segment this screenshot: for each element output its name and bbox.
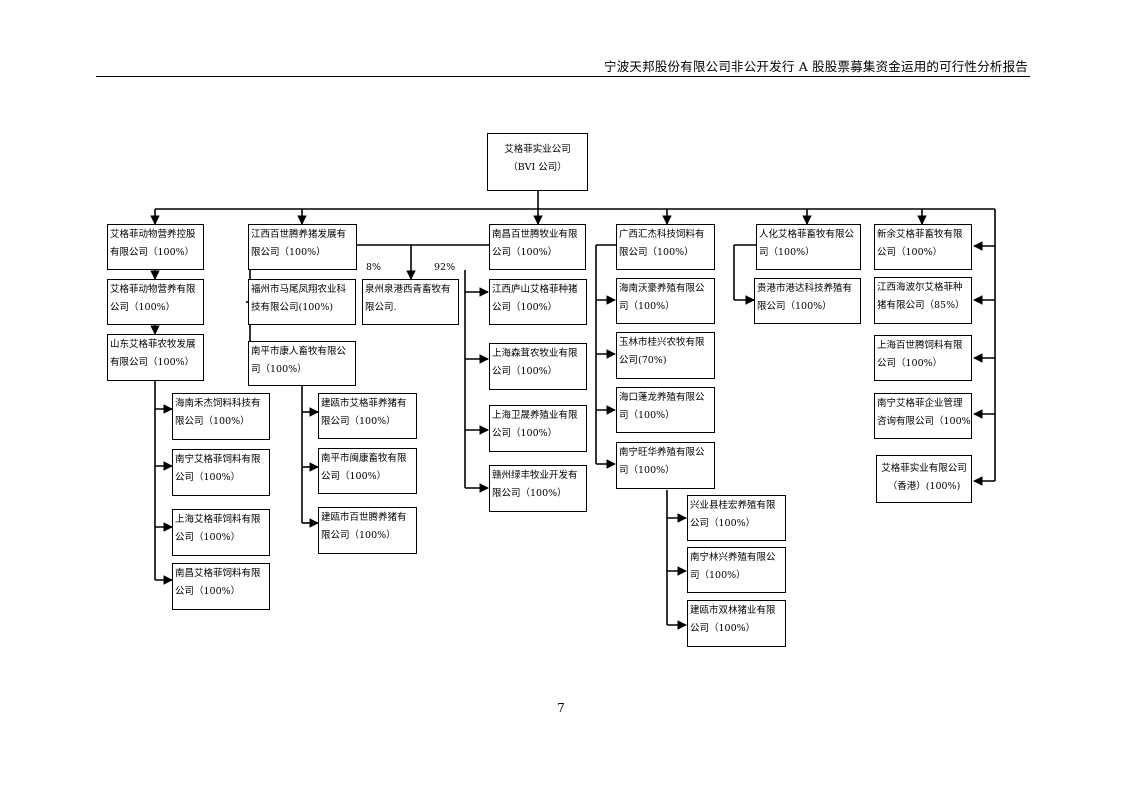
page-header: 宁波天邦股份有限公司非公开发行 A 股股票募集资金运用的可行性分析报告 <box>96 56 1030 77</box>
org-box-nanning-wanghua: 南宁旺华养殖有限公 司（100%） <box>616 442 715 489</box>
org-box-shanghai-weisheng: 上海卫晟养殖业有限 公司（100%） <box>489 405 587 452</box>
org-box-quanzhou-quangang: 泉州泉港西青畜牧有 限公司. <box>362 279 459 325</box>
org-box-jiangxi-bst-pig: 江西百世腾养猪发展有 限公司（100%） <box>248 224 357 270</box>
org-box-shanghai-bst-feed: 上海百世腾饲料有限 公司（100%） <box>874 335 972 381</box>
org-box-fuzhou-mawei: 福州市马尾凤翔农业科 技有限公司(100%) <box>248 279 356 325</box>
org-box-haikou-penglong: 海口蓬龙养殖有限公 司（100%） <box>616 387 715 433</box>
org-box-shandong-agf: 山东艾格菲农牧发展 有限公司（100%） <box>107 334 204 381</box>
org-box-agf-hk: 艾格菲实业有限公司 （香港）(100%) <box>876 455 972 503</box>
report-title: 宁波天邦股份有限公司非公开发行 A 股股票募集资金运用的可行性分析报告 <box>604 59 1028 74</box>
org-box-ganzhou-lvfeng: 赣州绿丰牧业开发有 限公司（100%） <box>489 465 587 512</box>
org-box-jianou-bst-pig: 建瓯市百世腾养猪有 限公司（100%） <box>318 507 417 554</box>
ownership-8pct: 8% <box>366 262 382 273</box>
org-box-nanchang-agf-feed: 南昌艾格菲饲料有限 公司（100%） <box>172 563 270 610</box>
org-box-nanchang-bst-livestock: 南昌百世腾牧业有限 公司（100%） <box>489 224 586 270</box>
org-box-xinyu-agf: 新余艾格菲畜牧有限 公司（100%） <box>874 224 972 270</box>
org-box-jianou-agf-pig: 建瓯市艾格菲养猪有 限公司（100%） <box>318 393 417 439</box>
org-box-nanping-kangren: 南平市康人畜牧有限公 司（100%） <box>248 341 356 386</box>
org-box-nanping-minkang: 南平市闽康畜牧有限 公司（100%） <box>318 448 417 494</box>
org-box-agf-animal-holding: 艾格菲动物营养控股 有限公司（100%） <box>107 224 204 270</box>
page-number: 7 <box>557 701 565 715</box>
org-box-yulin-guixing: 玉林市桂兴农牧有限 公司(70%) <box>616 332 715 379</box>
org-box-nanning-linxing: 南宁林兴养殖有限公 司（100%） <box>687 547 786 593</box>
org-box-jianou-shuanglin: 建瓯市双林猪业有限 公司（100%） <box>687 600 786 647</box>
org-box-jiangxi-lushan: 江西庐山艾格菲种猪 公司（100%） <box>489 279 587 325</box>
org-box-guigang-gangda: 贵港市港达科技养殖有 限公司（100%） <box>754 278 861 324</box>
org-box-hainan-wohao: 海南沃豪养殖有限公 司（100%） <box>616 278 715 324</box>
ownership-92pct: 92% <box>434 262 456 273</box>
org-box-jiangxi-haiboer: 江西海波尔艾格菲种 猪有限公司（85%） <box>874 277 972 324</box>
org-box-nanning-agf-feed: 南宁艾格菲饲料有限 公司（100%） <box>172 449 270 496</box>
org-box-guangxi-huijie: 广西汇杰科技饲料有 限公司（100%） <box>616 224 715 270</box>
org-box-xingye-guihong: 兴业县桂宏养殖有限 公司（100%） <box>687 495 786 541</box>
org-box-root: 艾格菲实业公司 （BVI 公司） <box>487 133 588 191</box>
org-box-shanghai-senhui: 上海森茸农牧业有限 公司（100%） <box>489 343 587 390</box>
org-box-hainan-hejie: 海南禾杰饲料科技有 限公司（100%） <box>172 393 270 440</box>
org-box-renhua-agf: 人化艾格菲畜牧有限公 司（100%） <box>756 224 861 270</box>
org-box-shanghai-agf-feed: 上海艾格菲饲料有限 公司（100%） <box>172 509 270 556</box>
org-box-agf-animal-nutrition: 艾格菲动物营养有限 公司（100%） <box>107 279 204 325</box>
org-box-nanning-agf-consulting: 南宁艾格菲企业管理 咨询有限公司（100%） <box>874 393 972 439</box>
